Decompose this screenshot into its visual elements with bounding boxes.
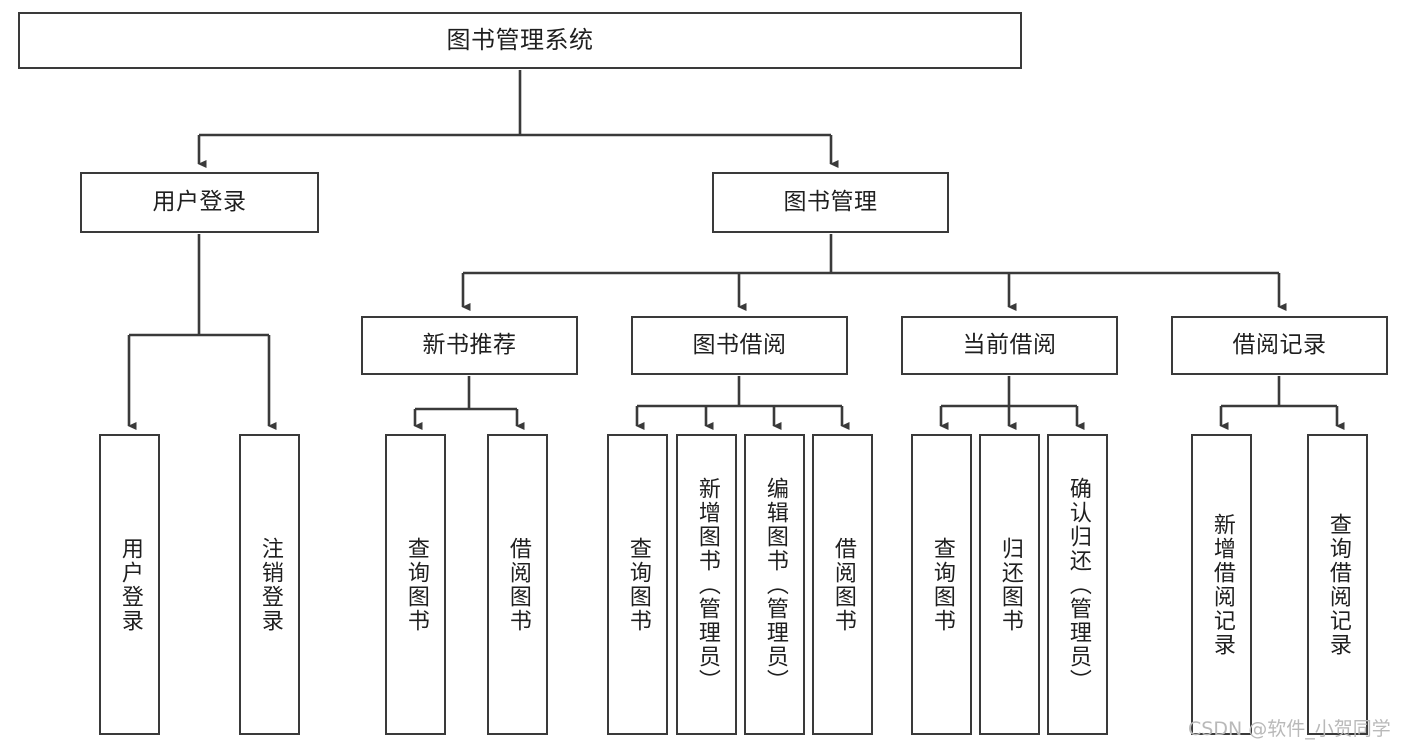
node-leaf-return-book[interactable]: 归还图书 (979, 434, 1040, 735)
node-label: 归还图书 (997, 536, 1023, 633)
csdn-watermark: CSDN @软件_小贺同学 (1188, 718, 1391, 740)
node-borrow-record[interactable]: 借阅记录 (1171, 316, 1388, 375)
node-root-system[interactable]: 图书管理系统 (18, 12, 1022, 69)
node-label: 借阅图书 (505, 536, 531, 633)
node-label: 确认归还（管理员） (1065, 476, 1091, 693)
node-leaf-add-borrow-record[interactable]: 新增借阅记录 (1191, 434, 1252, 735)
node-leaf-borrow-book-2[interactable]: 借阅图书 (812, 434, 873, 735)
node-leaf-user-login[interactable]: 用户登录 (99, 434, 160, 735)
node-leaf-edit-book[interactable]: 编辑图书（管理员） (744, 434, 805, 735)
node-book-management[interactable]: 图书管理 (712, 172, 949, 233)
node-label: 当前借阅 (962, 332, 1057, 359)
node-label: 用户登录 (117, 536, 143, 633)
node-label: 借阅记录 (1232, 332, 1327, 359)
node-leaf-borrow-book-1[interactable]: 借阅图书 (487, 434, 548, 735)
node-label: 查询图书 (929, 536, 955, 633)
node-book-borrow[interactable]: 图书借阅 (631, 316, 848, 375)
node-leaf-query-borrow-record[interactable]: 查询借阅记录 (1307, 434, 1368, 735)
node-user-login[interactable]: 用户登录 (80, 172, 319, 233)
node-leaf-query-book-1[interactable]: 查询图书 (385, 434, 446, 735)
node-label: 新增借阅记录 (1209, 512, 1235, 657)
node-label: 查询借阅记录 (1325, 512, 1351, 657)
node-label: 图书管理系统 (446, 25, 594, 54)
node-leaf-query-book-2[interactable]: 查询图书 (607, 434, 668, 735)
node-label: 查询图书 (625, 536, 651, 633)
node-label: 新增图书（管理员） (694, 476, 720, 693)
node-label: 图书借阅 (692, 332, 787, 359)
node-label: 图书管理 (783, 189, 878, 216)
node-leaf-query-book-3[interactable]: 查询图书 (911, 434, 972, 735)
node-new-book-recommend[interactable]: 新书推荐 (361, 316, 578, 375)
node-leaf-logout-login[interactable]: 注销登录 (239, 434, 300, 735)
node-label: 用户登录 (152, 189, 247, 216)
node-leaf-add-book[interactable]: 新增图书（管理员） (676, 434, 737, 735)
node-leaf-confirm-return[interactable]: 确认归还（管理员） (1047, 434, 1108, 735)
node-label: 注销登录 (257, 536, 283, 633)
node-current-borrow[interactable]: 当前借阅 (901, 316, 1118, 375)
node-label: 借阅图书 (830, 536, 856, 633)
node-label: 查询图书 (403, 536, 429, 633)
node-label: 编辑图书（管理员） (762, 476, 788, 693)
node-label: 新书推荐 (422, 332, 517, 359)
